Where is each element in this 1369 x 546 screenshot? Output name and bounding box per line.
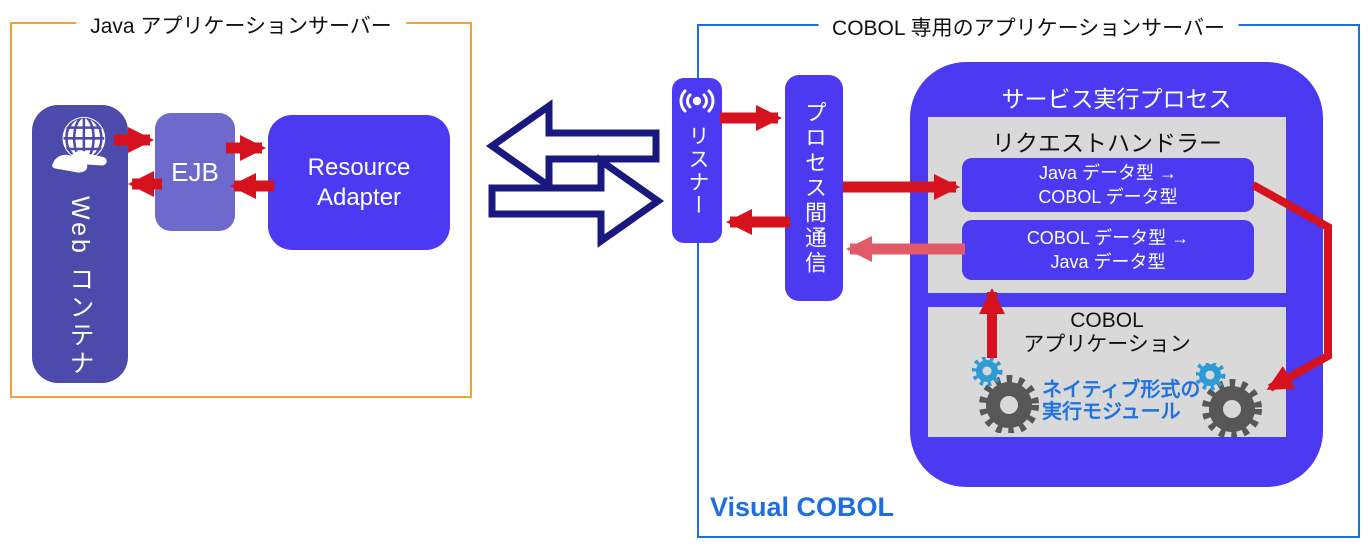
java-app-server-title: Java アプリケーションサーバー — [76, 10, 406, 40]
cobol-application-title-line1: COBOL — [1070, 309, 1144, 332]
web-container-label: Web コンテナ — [66, 196, 94, 378]
gear-icon — [1194, 359, 1264, 442]
request-handler-title: リクエストハンドラー — [992, 130, 1222, 156]
web-container-box: Web コンテナ — [32, 105, 128, 383]
resource-adapter-label-line1: Resource — [307, 153, 411, 181]
native-module-label-line1: ネイティブ形式の — [1042, 379, 1201, 401]
big-left-arrow — [485, 99, 660, 193]
ejb-box: EJB — [155, 113, 235, 231]
ejb-label: EJB — [171, 156, 219, 187]
cobol-to-java-line1: COBOL データ型 → — [1026, 227, 1190, 248]
listener-label: リスナー — [686, 125, 709, 217]
big-right-arrow — [488, 154, 665, 248]
service-process-title: サービス実行プロセス — [1001, 86, 1232, 112]
cobol-application-title-line2: アプリケーション — [1023, 332, 1191, 356]
cobol-to-java-converter-box: COBOL データ型 → Java データ型 — [962, 220, 1254, 280]
listener-box: リスナー — [672, 78, 722, 243]
cobol-to-java-line2: Java データ型 — [1050, 252, 1166, 272]
native-module-label: ネイティブ形式の 実行モジュール — [1042, 379, 1218, 423]
java-to-cobol-line2: COBOL データ型 — [1038, 187, 1178, 207]
cobol-app-server-group: COBOL 専用のアプリケーションサーバー — [697, 12, 1360, 538]
cobol-application-title: COBOL アプリケーション — [928, 309, 1286, 356]
java-app-server-group: Java アプリケーションサーバー — [10, 10, 472, 398]
ipc-label: プロセス間通信 — [802, 100, 827, 276]
ipc-box: プロセス間通信 — [785, 75, 843, 301]
cobol-app-server-title: COBOL 専用のアプリケーションサーバー — [818, 12, 1239, 42]
request-handler-panel: リクエストハンドラー Java データ型 → COBOL データ型 COBOL … — [928, 117, 1286, 293]
visual-cobol-label: Visual COBOL — [710, 492, 895, 522]
java-to-cobol-converter-box: Java データ型 → COBOL データ型 — [962, 158, 1254, 212]
java-to-cobol-line1: Java データ型 → — [1038, 162, 1178, 183]
service-process-container: サービス実行プロセス リクエストハンドラー Java データ型 → COBOL … — [910, 62, 1323, 487]
native-module-label-line2: 実行モジュール — [1042, 401, 1181, 423]
resource-adapter-box: Resource Adapter — [268, 115, 450, 250]
globe-in-hand-icon — [45, 113, 115, 190]
resource-adapter-label-line2: Adapter — [316, 183, 402, 211]
cobol-application-panel: COBOL アプリケーション ネイティブ形式の 実行モジュール — [928, 307, 1286, 439]
broadcast-signal-icon — [676, 86, 718, 121]
gear-icon — [971, 355, 1040, 438]
